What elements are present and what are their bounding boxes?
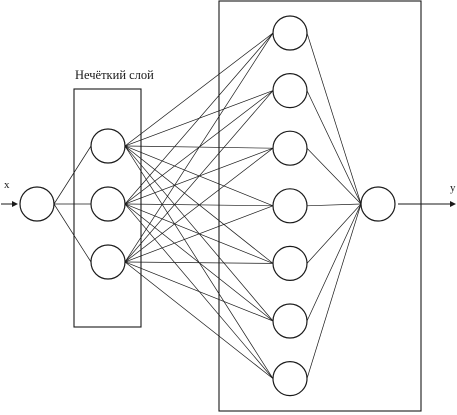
edge-fuzzy-2-hidden-5 bbox=[124, 261, 274, 322]
edge-hidden-4-output bbox=[306, 203, 362, 264]
edge-fuzzy-2-hidden-2 bbox=[124, 147, 274, 263]
hidden-neuron-2 bbox=[272, 72, 308, 109]
edge-fuzzy-0-hidden-0 bbox=[124, 32, 274, 147]
edge-fuzzy-2-hidden-3 bbox=[124, 205, 274, 263]
hidden-neuron-3 bbox=[272, 130, 308, 166]
input-neuron bbox=[19, 186, 55, 222]
hidden-neuron-6 bbox=[272, 303, 308, 339]
hidden-layer-box bbox=[218, 0, 422, 412]
edge-hidden-6-output bbox=[306, 203, 362, 379]
fuzzy-neuron-2 bbox=[90, 186, 126, 222]
hidden-neuron-5 bbox=[272, 245, 308, 281]
fuzzy-neuron-1 bbox=[90, 128, 126, 164]
edge-input-fuzzy-0 bbox=[53, 145, 92, 205]
neurons bbox=[19, 15, 396, 397]
connections bbox=[53, 32, 362, 379]
output-arrowhead bbox=[450, 201, 456, 207]
edge-input-fuzzy-2 bbox=[53, 203, 92, 263]
hidden-neuron-1 bbox=[272, 15, 308, 51]
edge-hidden-0-output bbox=[306, 32, 362, 205]
input-label: x bbox=[4, 179, 10, 191]
edge-hidden-2-output bbox=[306, 147, 362, 205]
edge-hidden-3-output bbox=[306, 203, 362, 207]
fuzzy-layer-title: Нечёткий слой bbox=[75, 68, 154, 82]
hidden-neuron-7 bbox=[272, 361, 308, 397]
edge-hidden-5-output bbox=[306, 203, 362, 322]
edge-fuzzy-2-hidden-4 bbox=[124, 261, 274, 264]
fuzzy-neuron-3 bbox=[90, 244, 126, 280]
edge-fuzzy-2-hidden-6 bbox=[124, 261, 274, 379]
input-arrowhead bbox=[12, 201, 18, 207]
hidden-neuron-4 bbox=[272, 188, 308, 224]
edge-fuzzy-2-hidden-0 bbox=[124, 32, 274, 263]
fuzzy-layer-box bbox=[73, 88, 142, 328]
output-label: y bbox=[450, 182, 456, 194]
output-neuron bbox=[360, 186, 396, 222]
edge-hidden-1-output bbox=[306, 90, 362, 205]
edge-fuzzy-2-hidden-1 bbox=[124, 90, 274, 263]
edge-fuzzy-1-hidden-0 bbox=[124, 32, 274, 205]
